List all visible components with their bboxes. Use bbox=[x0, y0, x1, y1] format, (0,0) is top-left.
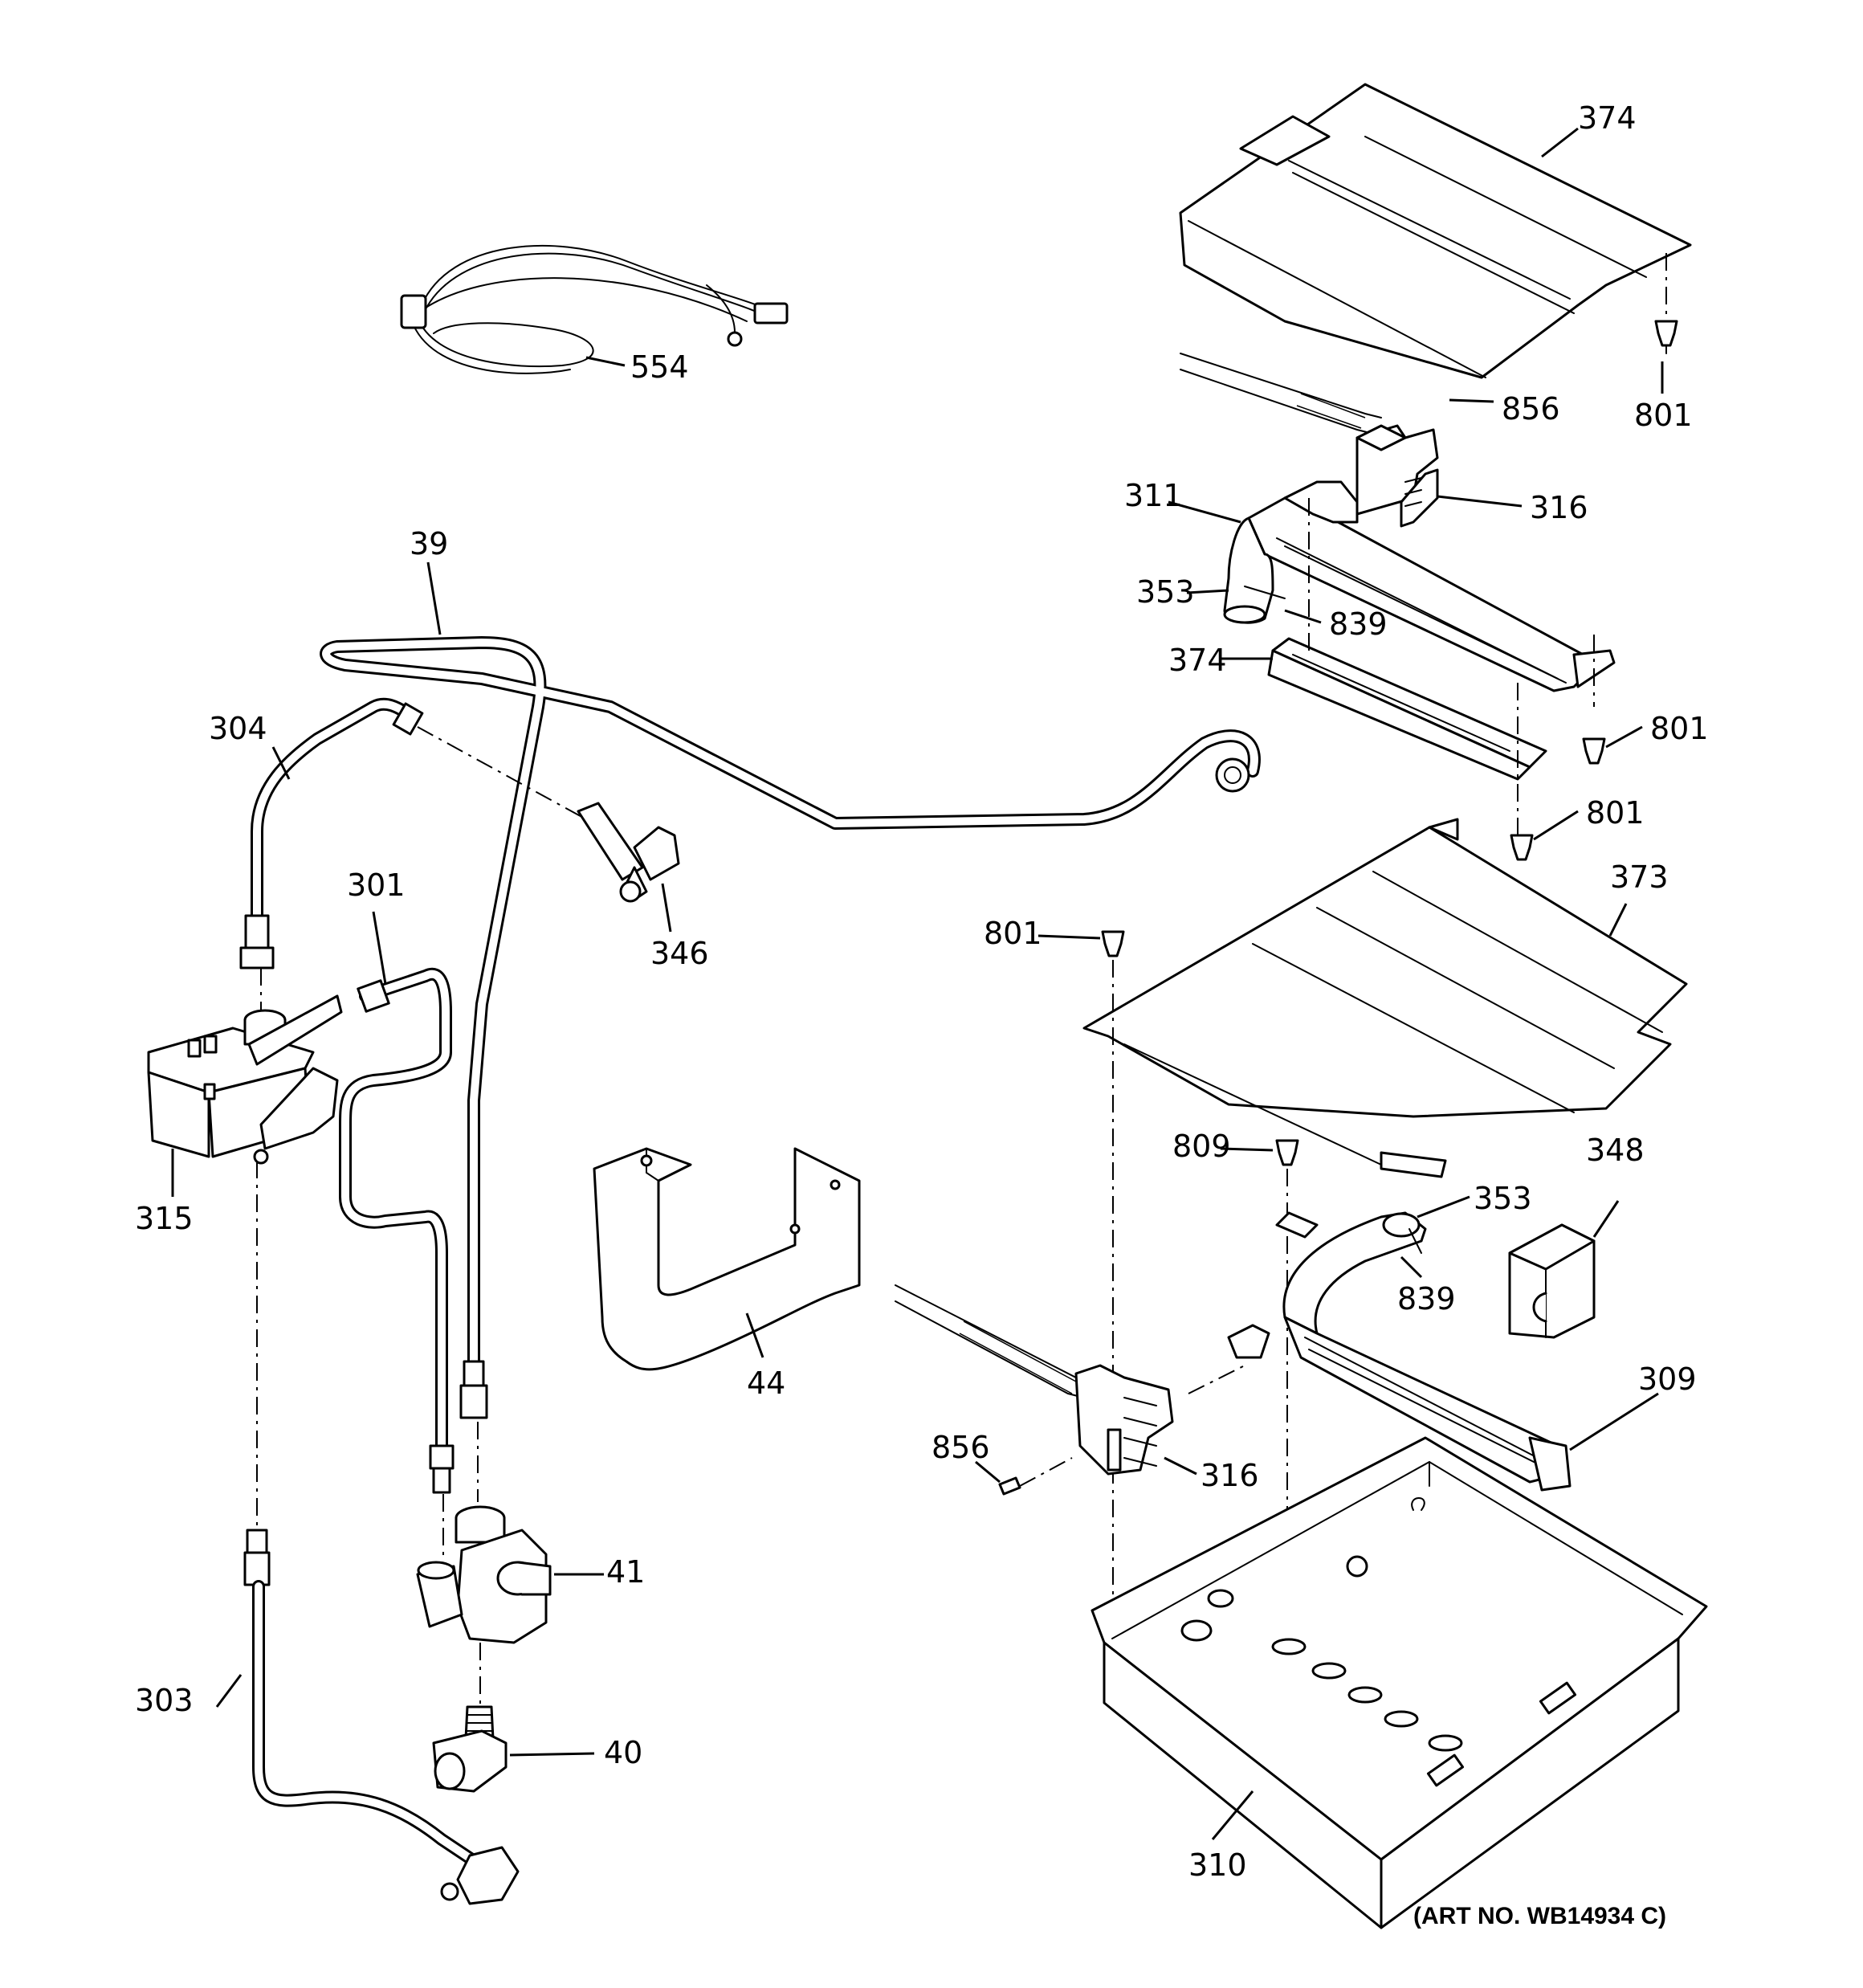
bracket-lower-burner bbox=[1227, 1211, 1319, 1359]
elbow-fitting-40[interactable] bbox=[432, 1705, 508, 1793]
valve-315[interactable] bbox=[147, 994, 343, 1165]
callout-315: 315 bbox=[135, 1201, 194, 1236]
screw-801-left[interactable] bbox=[1101, 930, 1125, 957]
callout-309: 309 bbox=[1638, 1361, 1697, 1397]
callout-809: 809 bbox=[1172, 1129, 1231, 1164]
callout-801-left: 801 bbox=[984, 916, 1042, 951]
leader-lines bbox=[171, 127, 1664, 1840]
bracket-44[interactable] bbox=[593, 1147, 861, 1371]
callout-310: 310 bbox=[1188, 1847, 1247, 1883]
callout-40: 40 bbox=[604, 1735, 642, 1770]
callout-353-low: 353 bbox=[1474, 1181, 1532, 1216]
igniter-316-top[interactable] bbox=[1355, 424, 1439, 528]
callout-301: 301 bbox=[347, 867, 406, 903]
gas-tube-304[interactable] bbox=[239, 697, 424, 970]
fitting-346[interactable] bbox=[577, 802, 680, 903]
screw-809[interactable] bbox=[1275, 1139, 1299, 1166]
burner-box-310[interactable] bbox=[1090, 1436, 1708, 1929]
wire-harness-554[interactable] bbox=[400, 244, 789, 374]
callout-311: 311 bbox=[1124, 478, 1183, 513]
igniter-wire-top bbox=[1180, 353, 1382, 435]
regulator-41[interactable] bbox=[416, 1505, 552, 1644]
callout-316-top: 316 bbox=[1530, 490, 1588, 525]
callout-353-top: 353 bbox=[1136, 574, 1195, 610]
callout-39: 39 bbox=[410, 526, 448, 561]
callout-316-low: 316 bbox=[1201, 1458, 1259, 1493]
callout-801-right: 801 bbox=[1650, 711, 1709, 746]
callout-856-top: 856 bbox=[1502, 391, 1560, 427]
callout-839-low: 839 bbox=[1397, 1281, 1456, 1316]
heat-shield-348[interactable] bbox=[1508, 1223, 1596, 1339]
orifice-839-low[interactable] bbox=[1408, 1228, 1422, 1254]
callout-839-top: 839 bbox=[1329, 606, 1388, 642]
callout-374-mid: 374 bbox=[1168, 643, 1227, 678]
art-number: (ART NO. WB14934 C) bbox=[1413, 1903, 1666, 1929]
screw-801-mid[interactable] bbox=[1510, 834, 1534, 861]
callout-374-top: 374 bbox=[1578, 100, 1637, 136]
callout-801-top: 801 bbox=[1634, 398, 1693, 433]
callout-554: 554 bbox=[630, 349, 689, 385]
callout-44: 44 bbox=[747, 1365, 785, 1401]
callout-304: 304 bbox=[209, 711, 267, 746]
callout-801-mid: 801 bbox=[1586, 795, 1645, 831]
bracket-374-mid[interactable] bbox=[1267, 637, 1547, 781]
callout-303: 303 bbox=[135, 1683, 194, 1718]
igniter-316-low[interactable] bbox=[1074, 1364, 1174, 1476]
igniter-wire-low bbox=[895, 1284, 1093, 1398]
callout-346: 346 bbox=[650, 936, 709, 971]
burner-tube-309[interactable] bbox=[1282, 1211, 1572, 1492]
screw-801-right[interactable] bbox=[1582, 737, 1606, 765]
shield-373[interactable] bbox=[1082, 818, 1688, 1178]
burner-elbow-353-top[interactable] bbox=[1223, 516, 1274, 624]
callout-856-low: 856 bbox=[932, 1430, 990, 1465]
screw-801-top[interactable] bbox=[1654, 320, 1678, 354]
burner-tube-311[interactable] bbox=[1247, 480, 1616, 692]
shield-374-top[interactable] bbox=[1179, 83, 1692, 379]
orifice-839-top[interactable] bbox=[1244, 586, 1286, 599]
screw-856-low[interactable] bbox=[998, 1476, 1021, 1496]
callout-41: 41 bbox=[606, 1554, 645, 1590]
gas-tube-39[interactable] bbox=[320, 636, 1261, 1419]
gas-tube-303[interactable] bbox=[243, 1529, 520, 1905]
gas-tube-301[interactable] bbox=[339, 967, 455, 1494]
callout-348: 348 bbox=[1586, 1133, 1645, 1168]
burner-elbow-353-low[interactable] bbox=[1382, 1212, 1421, 1238]
callout-373: 373 bbox=[1610, 859, 1669, 895]
